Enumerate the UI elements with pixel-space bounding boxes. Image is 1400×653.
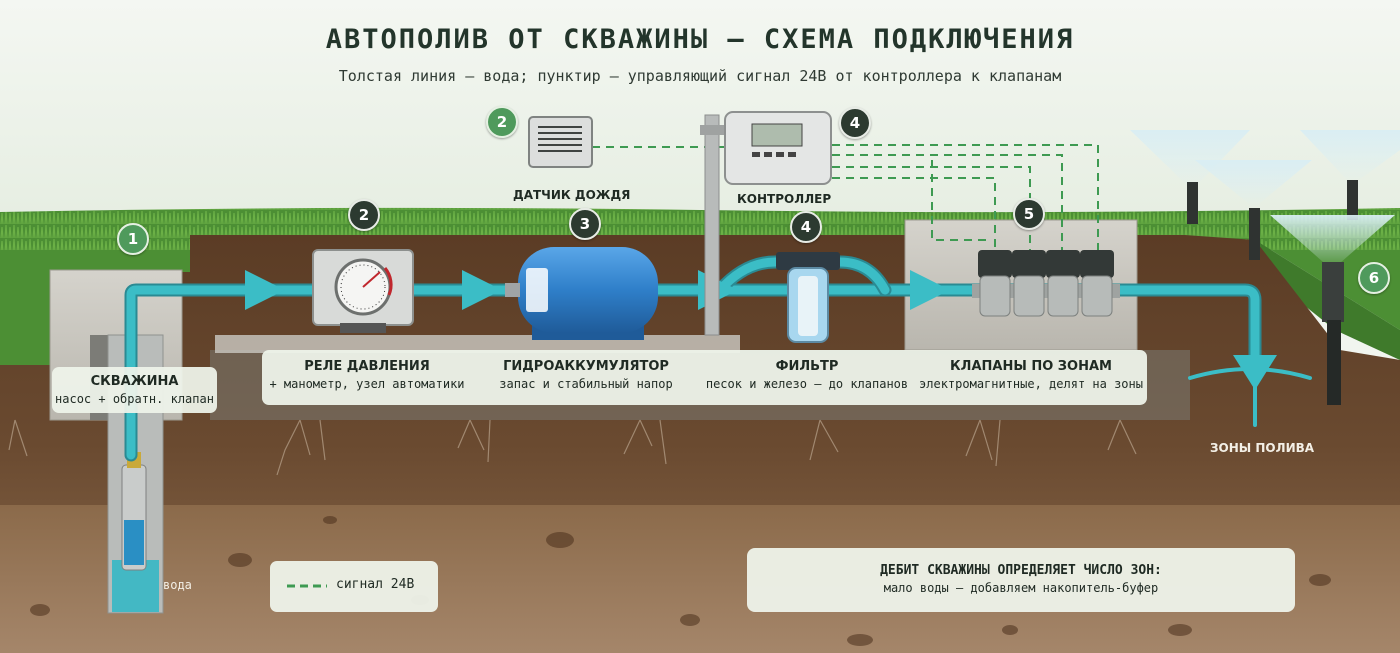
badge-accumulator: 3 [569, 208, 601, 240]
badge-zones: 6 [1358, 262, 1390, 294]
valves-sub: электромагнитные, делят на зоны [919, 377, 1143, 391]
badge-rain-sensor: 2 [486, 106, 518, 138]
badge-controller: 4 [839, 107, 871, 139]
badge-filter: 4 [790, 211, 822, 243]
water-label: вода [163, 578, 192, 592]
note-callout: ДЕБИТ СКВАЖИНЫ ОПРЕДЕЛЯЕТ ЧИСЛО ЗОН: мал… [747, 563, 1295, 595]
note-sub: мало воды — добавляем накопитель-буфер [883, 581, 1159, 595]
filter-callout: ФИЛЬТР песок и железо — до клапанов [700, 359, 914, 391]
rain-sensor-device [528, 116, 593, 168]
valves-title: КЛАПАНЫ ПО ЗОНАМ [950, 359, 1112, 374]
badge-relay: 2 [348, 199, 380, 231]
relay-title: РЕЛЕ ДАВЛЕНИЯ [304, 359, 430, 374]
water-pipe-network [124, 255, 1312, 462]
pressure-relay-unit [312, 249, 414, 333]
accumulator-callout: ГИДРОАККУМУЛЯТОР запас и стабильный напо… [486, 359, 686, 391]
accumulator-title: ГИДРОАККУМУЛЯТОР [503, 359, 669, 374]
rain-sensor-label: ДАТЧИК ДОЖДЯ [513, 188, 631, 202]
accumulator-sub: запас и стабильный напор [499, 377, 673, 391]
note-title: ДЕБИТ СКВАЖИНЫ ОПРЕДЕЛЯЕТ ЧИСЛО ЗОН: [880, 563, 1162, 578]
badge-valves: 5 [1013, 198, 1045, 230]
accumulator-tank [505, 247, 658, 340]
page-subtitle: Толстая линия — вода; пунктир — управляю… [338, 67, 1062, 85]
legend-signal-label: сигнал 24В [336, 577, 415, 592]
well-title: СКВАЖИНА [90, 374, 179, 389]
relay-sub: + манометр, узел автоматики [269, 377, 465, 391]
filter-title: ФИЛЬТР [775, 359, 839, 374]
filter-housing [776, 252, 840, 343]
sprinkler-heads [1130, 130, 1400, 405]
controller-label: КОНТРОЛЛЕР [737, 192, 832, 206]
page-title: АВТОПОЛИВ ОТ СКВАЖИНЫ — СХЕМА ПОДКЛЮЧЕНИ… [325, 24, 1075, 55]
callout-backgrounds [52, 350, 1295, 612]
zones-label: ЗОНЫ ПОЛИВА [1210, 441, 1315, 455]
relay-callout: РЕЛЕ ДАВЛЕНИЯ + манометр, узел автоматик… [262, 359, 472, 391]
signal-lines [592, 144, 1099, 260]
valve-manifold [972, 250, 1120, 317]
controller-device [700, 111, 832, 336]
well-callout: СКВАЖИНА насос + обратн. клапан [52, 374, 217, 406]
filter-sub: песок и железо — до клапанов [705, 377, 909, 391]
valves-callout: КЛАПАНЫ ПО ЗОНАМ электромагнитные, делят… [918, 359, 1144, 391]
well-sub: насос + обратн. клапан [55, 392, 214, 406]
badge-well: 1 [117, 223, 149, 255]
